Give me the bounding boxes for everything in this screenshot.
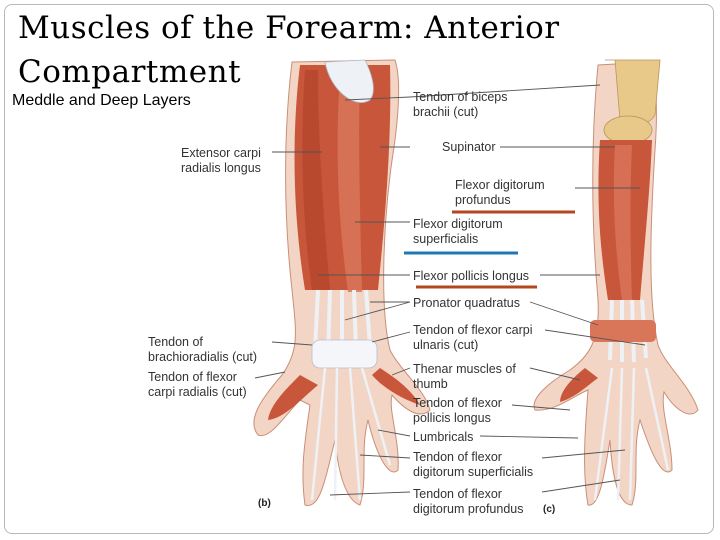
leader-lines xyxy=(254,84,646,496)
label-line: Supinator xyxy=(442,140,496,154)
slide-frame xyxy=(4,4,714,534)
label-line: carpi radialis (cut) xyxy=(148,385,247,399)
label-line: digitorum superficialis xyxy=(413,465,533,479)
label-tendon-of-flexor-digitorum-superficialis: Tendon of flexor digitorum superficialis xyxy=(413,450,533,479)
label-extensor-carpi-radialis-longus: Extensor carpi radialis longus xyxy=(181,146,264,175)
label-line: Tendon of xyxy=(148,335,203,349)
label-tendon-of-biceps-brachii: Tendon of biceps brachii (cut) xyxy=(413,90,511,119)
label-tendon-of-flexor-digitorum-profundus: Tendon of flexor digitorum profundus xyxy=(413,487,523,516)
label-line: Lumbricals xyxy=(413,430,473,444)
panel-label-b: (b) xyxy=(258,498,271,509)
label-line: Tendon of flexor xyxy=(413,487,502,501)
title-line-2: Compartment xyxy=(18,54,242,90)
slide-subtitle: Meddle and Deep Layers xyxy=(12,92,191,109)
forearm-illustration-c xyxy=(533,59,699,506)
label-thenar-muscles: Thenar muscles of thumb xyxy=(413,362,519,391)
label-line: superficialis xyxy=(413,232,478,246)
label-line: Tendon of flexor xyxy=(413,396,502,410)
label-line: Flexor digitorum xyxy=(455,178,545,192)
label-line: Tendon of flexor xyxy=(413,450,502,464)
label-tendon-of-flexor-pollicis-longus: Tendon of flexor pollicis longus xyxy=(413,396,505,425)
label-line: ulnaris (cut) xyxy=(413,338,478,352)
label-lumbricals: Lumbricals xyxy=(413,430,473,444)
label-line: Flexor pollicis longus xyxy=(413,269,529,283)
label-pronator-quadratus: Pronator quadratus xyxy=(413,296,520,310)
label-tendon-of-flexor-carpi-radialis: Tendon of flexor carpi radialis (cut) xyxy=(148,370,247,399)
label-line: radialis longus xyxy=(181,161,261,175)
label-line: Extensor carpi xyxy=(181,146,261,160)
label-line: Pronator quadratus xyxy=(413,296,520,310)
label-line: brachioradialis (cut) xyxy=(148,350,257,364)
label-tendon-of-brachioradialis: Tendon of brachioradialis (cut) xyxy=(148,335,257,364)
label-flexor-pollicis-longus: Flexor pollicis longus xyxy=(413,269,529,283)
label-line: brachii (cut) xyxy=(413,105,478,119)
label-supinator: Supinator xyxy=(442,140,496,154)
label-line: Tendon of biceps xyxy=(413,90,508,104)
label-line: thumb xyxy=(413,377,448,391)
title-line-1: Muscles of the Forearm: Anterior xyxy=(18,10,560,46)
label-line: Tendon of flexor carpi xyxy=(413,323,533,337)
label-flexor-digitorum-superficialis: Flexor digitorum superficialis xyxy=(413,217,506,246)
label-line: profundus xyxy=(455,193,511,207)
label-line: Flexor digitorum xyxy=(413,217,503,231)
label-line: digitorum profundus xyxy=(413,502,523,516)
label-tendon-of-flexor-carpi-ulnaris: Tendon of flexor carpi ulnaris (cut) xyxy=(413,323,536,352)
panel-label-c: (c) xyxy=(543,504,555,515)
label-line: Thenar muscles of xyxy=(413,362,516,376)
forearm-illustration-b xyxy=(253,59,431,506)
label-line: Tendon of flexor xyxy=(148,370,237,384)
slide-title: Muscles of the Forearm: Anterior Compart… xyxy=(18,6,618,94)
label-line: pollicis longus xyxy=(413,411,491,425)
label-flexor-digitorum-profundus: Flexor digitorum profundus xyxy=(455,178,548,207)
